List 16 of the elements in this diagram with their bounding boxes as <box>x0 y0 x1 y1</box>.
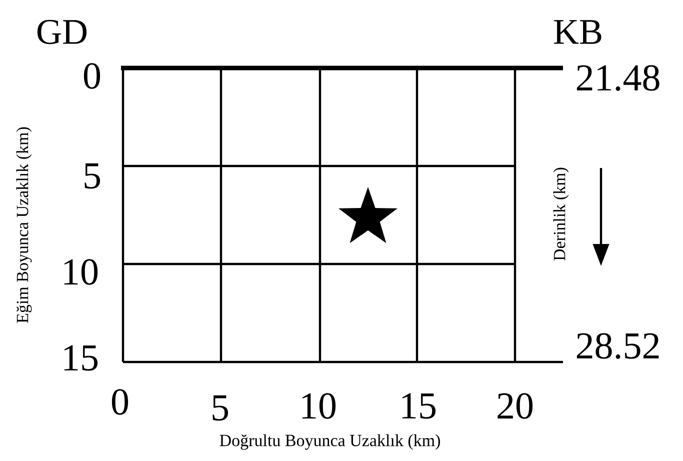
tick-label: 0 <box>112 389 128 415</box>
axis-title: Derinlik (km) <box>553 168 569 260</box>
axis-title: Doğrultu Boyunca Uzaklık (km) <box>220 434 440 450</box>
tick-label: 0 <box>84 63 100 89</box>
depth-value: 21.48 <box>576 65 660 91</box>
direction-label: GD <box>37 20 87 44</box>
tick-label: 10 <box>302 393 336 419</box>
axis-title: Eğim Boyunca Uzaklık (km) <box>16 127 32 323</box>
tick-label: 5 <box>212 395 228 421</box>
direction-label: KB <box>554 20 602 44</box>
tick-label: 5 <box>84 163 100 189</box>
depth-value: 28.52 <box>576 333 659 359</box>
tick-label: 20 <box>498 393 533 419</box>
tick-label: 15 <box>402 393 436 419</box>
tick-label: 15 <box>64 345 98 371</box>
tick-label: 10 <box>64 259 98 285</box>
